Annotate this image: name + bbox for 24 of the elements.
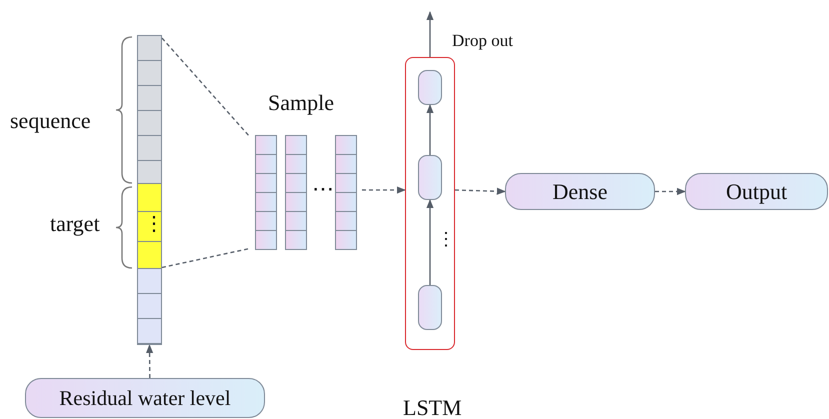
- connector-line: [162, 248, 250, 268]
- ellipsis-mark: ⋮: [144, 214, 164, 234]
- arrow: [362, 186, 406, 194]
- arrow: [426, 11, 434, 57]
- edge-label: Drop out: [452, 32, 513, 49]
- arrow: [454, 188, 506, 195]
- output-box: Output: [685, 173, 828, 210]
- arrow: [426, 199, 434, 285]
- bracket-label: target: [50, 213, 100, 235]
- data-column: [137, 35, 162, 345]
- lstm-cell: [418, 285, 442, 330]
- dense-layer-box: Dense: [505, 173, 655, 210]
- lstm-cell: [418, 70, 442, 105]
- arrow: [426, 104, 434, 155]
- connector-line: [162, 38, 250, 138]
- input-box: Residual water level: [25, 378, 265, 418]
- group-heading: Sample: [268, 92, 334, 114]
- arrow: [146, 344, 154, 378]
- bracket-label: sequence: [10, 110, 91, 132]
- ellipsis-mark: ⋮: [437, 230, 455, 248]
- arrow: [655, 188, 686, 196]
- layer-label: LSTM: [403, 397, 462, 419]
- lstm-cell: [418, 155, 442, 200]
- ellipsis-mark: ⋯: [312, 178, 334, 200]
